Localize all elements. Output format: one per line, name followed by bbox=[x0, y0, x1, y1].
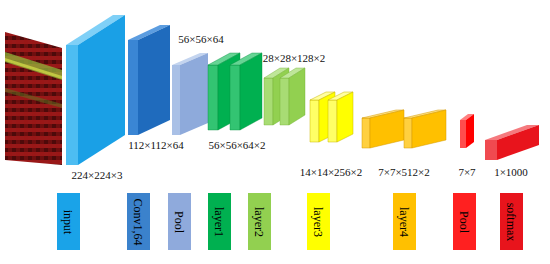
block-face bbox=[412, 110, 446, 148]
dimension-label: 112×112×64 bbox=[128, 139, 184, 152]
layer-box: layer3 bbox=[307, 193, 330, 250]
pool-block bbox=[172, 53, 208, 135]
block-face bbox=[404, 118, 412, 148]
output-block bbox=[485, 125, 539, 160]
block-face bbox=[370, 110, 404, 148]
block-face bbox=[466, 114, 474, 148]
layer-box: Conv1,64 bbox=[127, 193, 150, 250]
dimension-label: 224×224×3 bbox=[72, 169, 123, 182]
block-face bbox=[138, 25, 170, 135]
block-face bbox=[230, 65, 240, 130]
layer-name: softmax bbox=[504, 202, 518, 241]
block-face bbox=[208, 65, 218, 130]
block-face bbox=[264, 78, 273, 125]
block-face bbox=[362, 118, 370, 148]
layer-box: layer4 bbox=[393, 193, 416, 250]
block-face bbox=[172, 65, 180, 135]
input-image-ground bbox=[5, 32, 62, 165]
block-face bbox=[66, 45, 78, 165]
conv-block bbox=[66, 15, 125, 165]
block-face bbox=[328, 100, 337, 142]
dimension-label: 56×56×64 bbox=[178, 33, 223, 46]
layer-box: softmax bbox=[500, 193, 523, 250]
pool-block bbox=[460, 114, 474, 148]
block-face bbox=[497, 125, 539, 160]
layer-name: layer1 bbox=[212, 207, 226, 237]
dimension-label: 56×56×64×2 bbox=[208, 139, 265, 152]
dimension-label: 7×7×512×2 bbox=[378, 166, 430, 179]
layer-name: input bbox=[61, 209, 75, 234]
block-face bbox=[460, 120, 466, 148]
layer-name: layer2 bbox=[252, 207, 266, 237]
layer-block bbox=[362, 110, 446, 148]
layer-box: layer2 bbox=[248, 193, 271, 250]
layer-box: layer1 bbox=[208, 193, 231, 250]
block-face bbox=[310, 100, 319, 142]
layer-block bbox=[208, 53, 262, 130]
dimension-label: 28×28×128×2 bbox=[263, 52, 326, 65]
input-image-streak bbox=[5, 52, 62, 80]
layer-block bbox=[264, 68, 305, 125]
layer-box: input bbox=[57, 193, 80, 250]
block-face bbox=[78, 15, 125, 165]
layer-name: Conv1,64 bbox=[131, 198, 145, 245]
block-face bbox=[337, 92, 353, 142]
layer-block bbox=[310, 92, 353, 142]
block-face bbox=[280, 78, 289, 125]
block-face bbox=[289, 68, 305, 125]
block-face bbox=[128, 40, 138, 135]
dimension-label: 14×14×256×2 bbox=[300, 166, 363, 179]
input-image bbox=[5, 32, 62, 165]
layer-name: Pool bbox=[172, 210, 186, 232]
layer-name: layer4 bbox=[397, 207, 411, 237]
layer-name: Pool bbox=[457, 210, 471, 232]
dimension-label: 1×1000 bbox=[494, 166, 528, 179]
block-face bbox=[180, 53, 208, 135]
layer-name: layer3 bbox=[311, 207, 325, 237]
layer-box: Pool bbox=[453, 193, 476, 250]
input-image-streak bbox=[5, 58, 62, 79]
conv-block bbox=[128, 25, 170, 135]
block-face bbox=[240, 53, 262, 130]
layer-box: Pool bbox=[168, 193, 191, 250]
dimension-label: 7×7 bbox=[458, 166, 475, 179]
input-image-streak bbox=[5, 88, 62, 108]
block-face bbox=[485, 140, 497, 160]
